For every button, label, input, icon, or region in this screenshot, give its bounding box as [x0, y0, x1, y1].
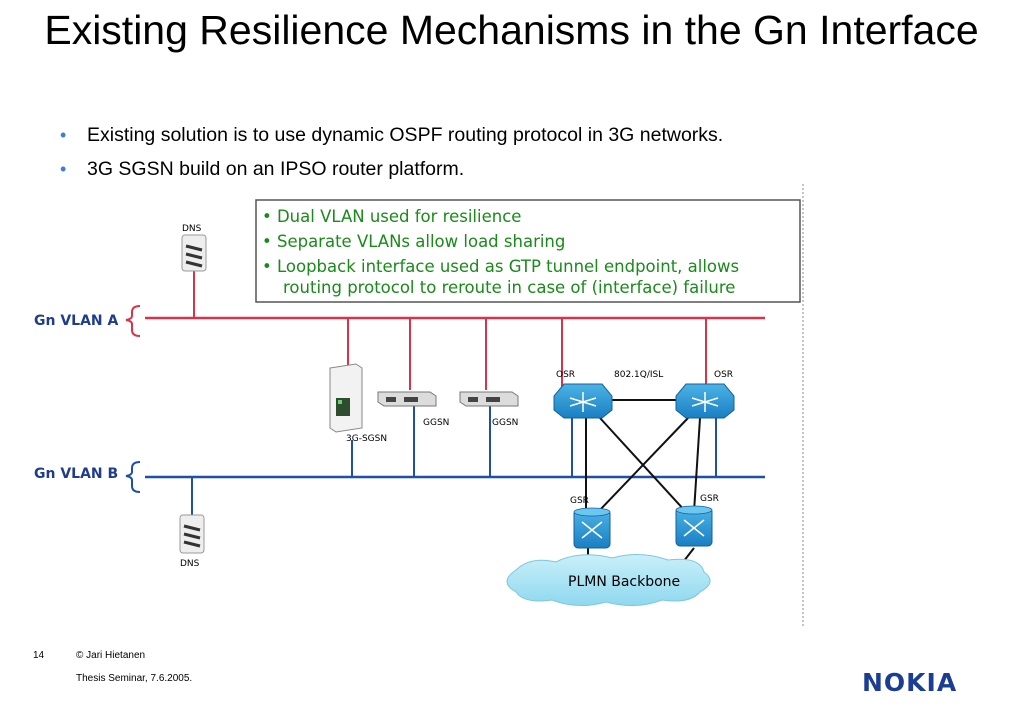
vlan-a-label: Gn VLAN A	[34, 313, 119, 329]
gsr-left-label: GSR	[570, 496, 589, 506]
callout-line-1: • Dual VLAN used for resilience	[262, 207, 521, 226]
dns-top-server-icon	[181, 234, 207, 272]
sgsn-tower-icon	[329, 363, 363, 433]
nokia-logo: NOKIA	[862, 668, 958, 697]
callout-line-2: • Separate VLANs allow load sharing	[262, 232, 565, 251]
vlan-b-brace	[125, 461, 141, 493]
ggsn-2-device-icon	[459, 391, 519, 407]
gsr-right-router-icon	[675, 505, 713, 547]
copyright-text: © Jari Hietanen	[76, 650, 146, 661]
bullet-item: Existing solution is to use dynamic OSPF…	[60, 118, 723, 152]
dns-top-label: DNS	[182, 224, 202, 234]
callout-box	[255, 199, 801, 303]
sgsn-label: 3G-SGSN	[346, 434, 387, 444]
gsr-right-label: GSR	[700, 494, 719, 504]
osr-right-label: OSR	[714, 370, 733, 380]
callout-line-3: • Loopback interface used as GTP tunnel …	[262, 257, 739, 276]
slide-title: Existing Resilience Mechanisms in the Gn…	[44, 7, 979, 53]
ggsn-1-label: GGSN	[423, 418, 449, 428]
backbone-cloud-icon	[506, 554, 711, 606]
bullet-item: 3G SGSN build on an IPSO router platform…	[60, 152, 723, 186]
gsr-left-router-icon	[573, 507, 611, 549]
backbone-label: PLMN Backbone	[568, 574, 680, 590]
ggsn-1-device-icon	[377, 391, 437, 407]
osr-right-switch-icon	[675, 383, 735, 419]
dns-bottom-server-icon	[179, 514, 205, 554]
callout-line-4: routing protocol to reroute in case of (…	[283, 278, 735, 297]
dns-bottom-label: DNS	[180, 559, 200, 569]
vlan-b-label: Gn VLAN B	[34, 466, 118, 482]
event-text: Thesis Seminar, 7.6.2005.	[76, 673, 193, 684]
page-number: 14	[33, 650, 45, 661]
ggsn-2-label: GGSN	[492, 418, 518, 428]
bullet-list: Existing solution is to use dynamic OSPF…	[60, 118, 723, 186]
vlan-a-brace	[125, 305, 141, 337]
osr-right-gsr-right-link	[693, 417, 701, 513]
osr-right-gsr-left-cross	[597, 417, 689, 513]
osr-left-switch-icon	[553, 383, 613, 419]
osr-left-label: OSR	[556, 370, 575, 380]
trunk-label: 802.1Q/ISL	[614, 370, 663, 380]
